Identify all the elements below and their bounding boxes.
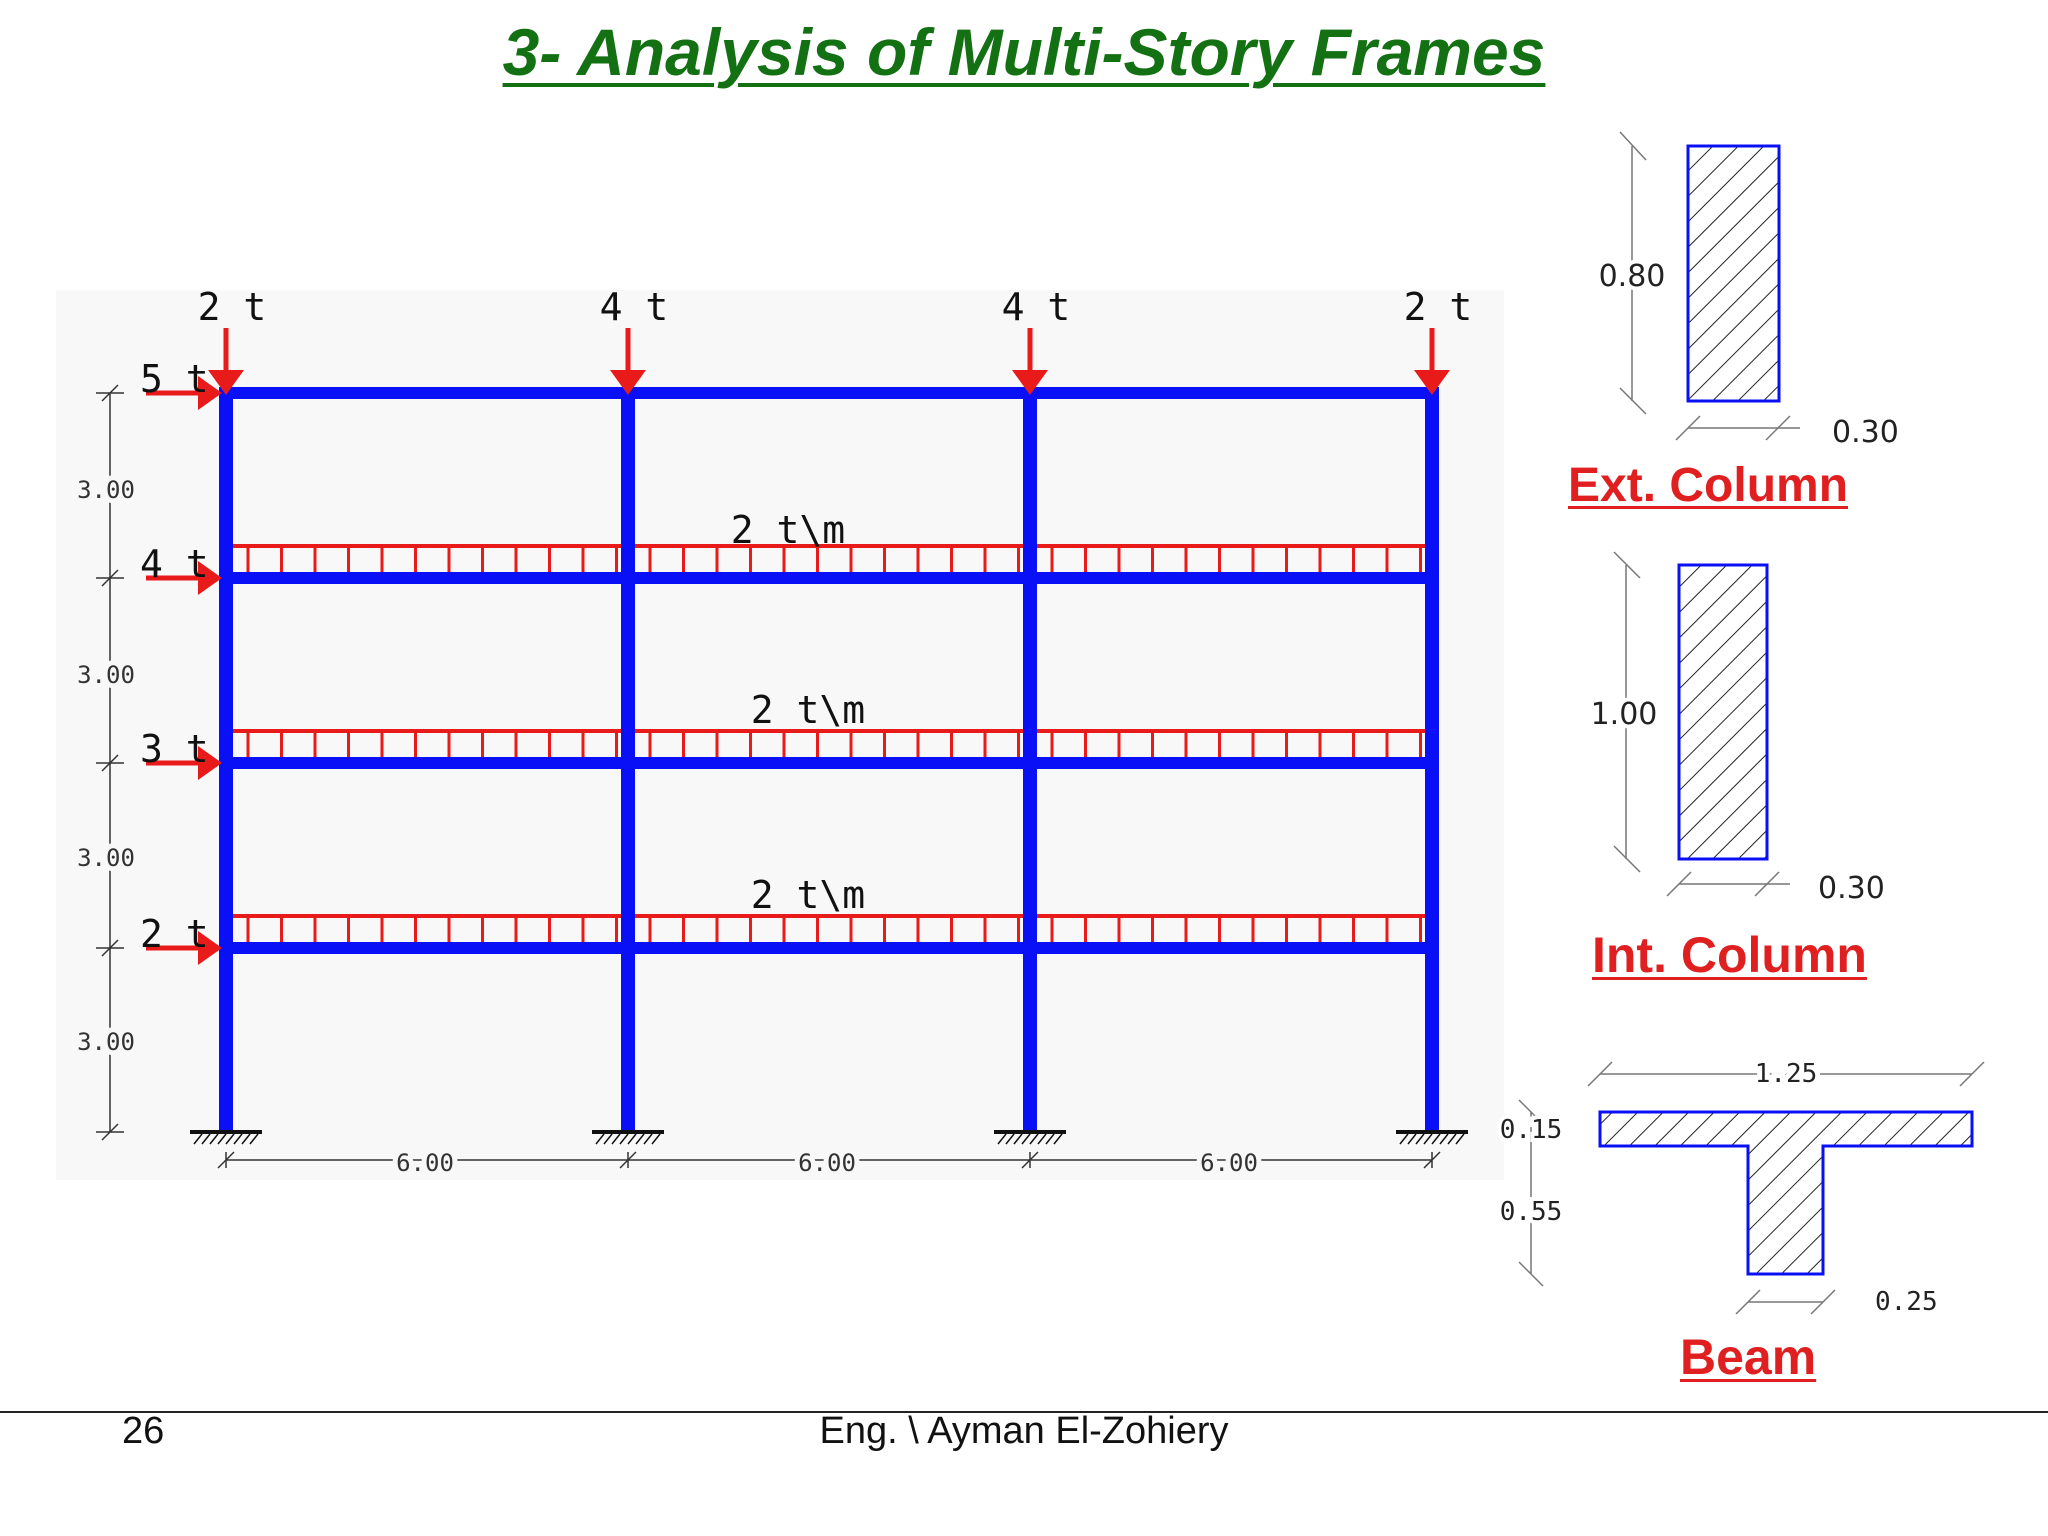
- distributed-load-3: [224, 914, 1434, 944]
- point-load-arrow-1: [208, 328, 244, 395]
- bay-width-label-3: 6.00: [1200, 1149, 1258, 1177]
- ext-column-height-label: 0.80: [1599, 259, 1666, 294]
- point-load-arrow-4: [1414, 328, 1450, 395]
- story-height-dimension: [96, 384, 124, 1141]
- lateral-load-label-3: 3 t: [140, 727, 209, 771]
- ext-column-label: Ext. Column: [1568, 459, 1849, 512]
- distributed-load-2: [224, 729, 1434, 759]
- udl-label-2: 2 t\m: [751, 688, 865, 732]
- udl-label-3: 2 t\m: [751, 873, 865, 917]
- lateral-load-label-4: 2 t: [140, 912, 209, 956]
- beam-section: 1.25 0.15 0.55 0.25: [1496, 1054, 1985, 1317]
- distributed-load-1: [224, 544, 1434, 574]
- story-height-label-2: 3.00: [77, 661, 135, 689]
- fixed-supports: [190, 1130, 1468, 1145]
- beam-flange-thickness-label: 0.15: [1500, 1115, 1563, 1145]
- footer-divider: [0, 1411, 2048, 1413]
- beam-web-depth-label: 0.55: [1500, 1197, 1563, 1227]
- bay-width-label-2: 6.00: [798, 1149, 856, 1177]
- page-title: 3- Analysis of Multi-Story Frames: [502, 15, 1546, 89]
- distributed-load-arrows: [224, 544, 1434, 944]
- beam-label: Beam: [1680, 1329, 1817, 1385]
- story-height-label-1: 3.00: [77, 476, 135, 504]
- frame-diagram: 2 t 4 t 4 t 2 t 5 t 4 t 3 t 2 t 2 t\m 2 …: [77, 131, 1985, 1317]
- ext-column-section: 0.80 0.30: [1595, 131, 1899, 450]
- beam-web-width-label: 0.25: [1875, 1287, 1938, 1317]
- fixed-support-3: [994, 1130, 1066, 1145]
- lateral-load-label-1: 5 t: [140, 357, 209, 401]
- bay-width-dimension: [217, 1151, 1441, 1169]
- fixed-support-1: [190, 1130, 262, 1145]
- frame-diagram-background: [56, 290, 1504, 1180]
- top-load-label-2: 4 t: [600, 285, 669, 329]
- bay-width-label-1: 6.00: [396, 1149, 454, 1177]
- fixed-support-2: [592, 1130, 664, 1145]
- fixed-support-4: [1396, 1130, 1468, 1145]
- ext-column-shape: [1686, 144, 1781, 403]
- int-column-label: Int. Column: [1592, 927, 1867, 983]
- dimension-lines: [96, 384, 1441, 1169]
- lateral-load-arrow-3: [146, 746, 222, 780]
- frame-members: [219, 387, 1439, 1132]
- top-load-label-4: 2 t: [1404, 285, 1473, 329]
- beam-t-shape: [1598, 1110, 1974, 1276]
- page-number: 26: [122, 1410, 165, 1452]
- int-column-height-label: 1.00: [1591, 697, 1658, 732]
- lateral-load-label-2: 4 t: [140, 542, 209, 586]
- top-load-label-3: 4 t: [1002, 285, 1071, 329]
- story-height-label-3: 3.00: [77, 844, 135, 872]
- lateral-load-arrow-4: [146, 931, 222, 965]
- beam-flange-width-label: 1.25: [1755, 1059, 1818, 1089]
- int-column-section: 1.00 0.30: [1587, 551, 1885, 906]
- int-column-shape: [1677, 563, 1769, 861]
- footer-author: Eng. \ Ayman El-Zohiery: [819, 1410, 1229, 1452]
- point-load-arrow-2: [610, 328, 646, 395]
- point-load-arrow-3: [1012, 328, 1048, 395]
- ext-column-width-label: 0.30: [1832, 415, 1899, 450]
- int-column-width-label: 0.30: [1818, 871, 1885, 906]
- load-arrows: [146, 328, 1450, 965]
- lateral-load-arrow-2: [146, 561, 222, 595]
- top-load-label-1: 2 t: [198, 285, 267, 329]
- story-height-label-4: 3.00: [77, 1028, 135, 1056]
- udl-label-1: 2 t\m: [731, 508, 845, 552]
- lateral-load-arrow-1: [146, 376, 222, 410]
